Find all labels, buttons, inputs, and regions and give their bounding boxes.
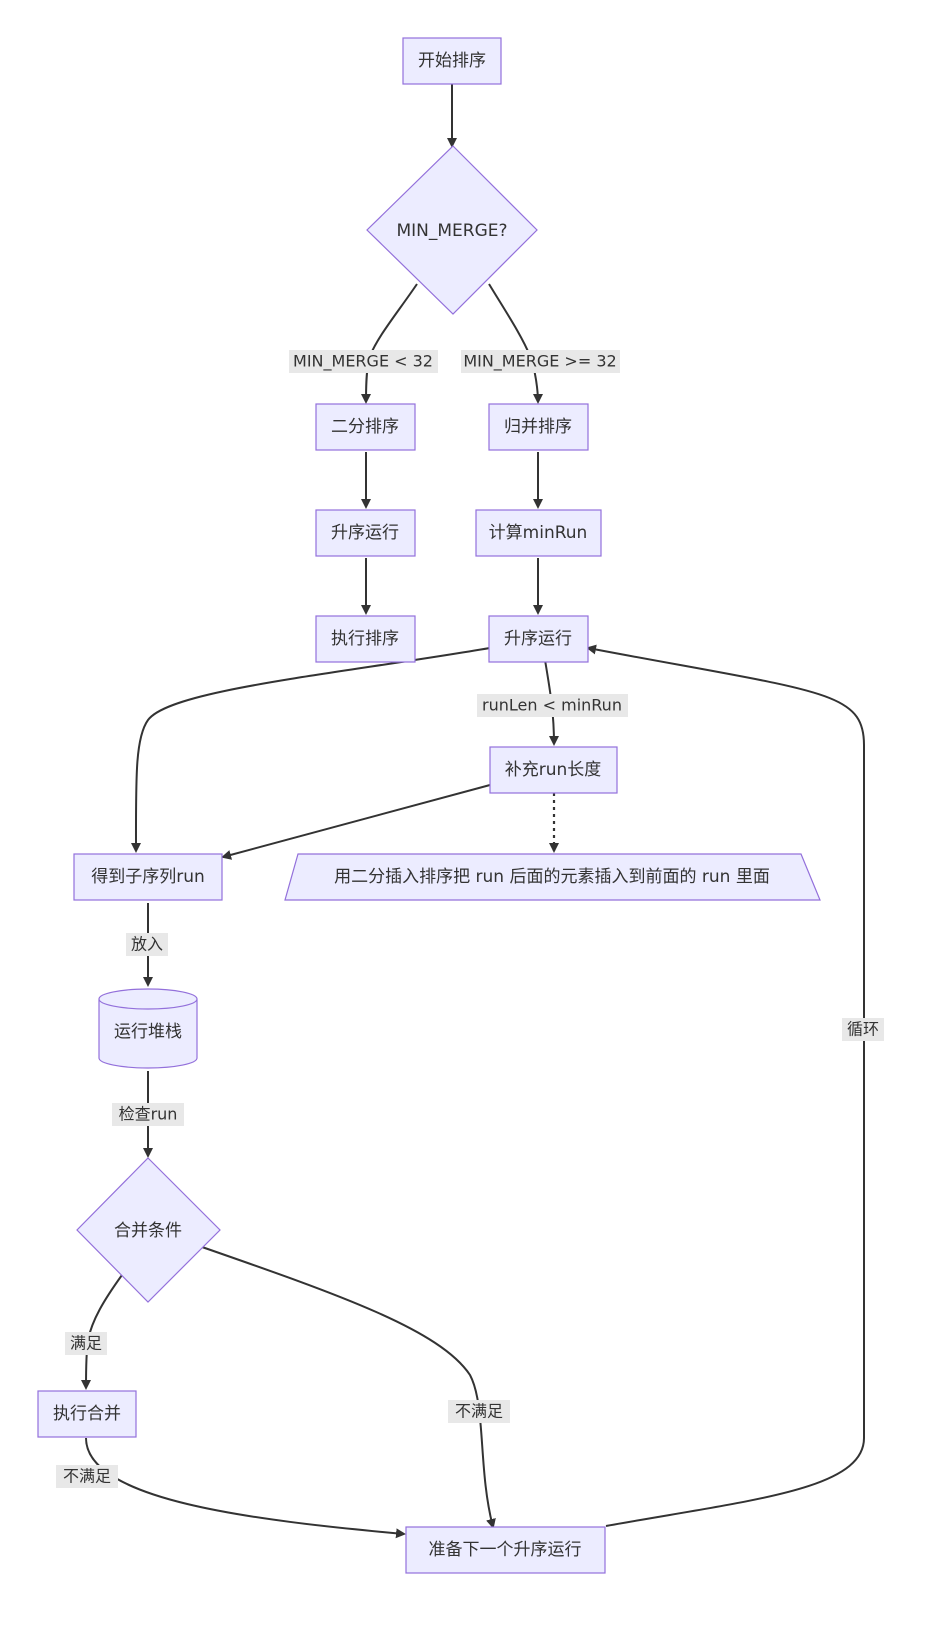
edge-do-merge-to-next-run <box>85 1437 406 1539</box>
node-compute-minrun-label: 计算minRun <box>489 523 588 543</box>
edge-decision-to-binary-sort <box>361 283 418 404</box>
edge-label-loop: 循环 <box>847 1020 879 1039</box>
edge-asc-right-to-get-run <box>130 647 491 853</box>
edge-decision-to-merge-sort <box>488 283 543 404</box>
node-asc-run-left-label: 升序运行 <box>331 523 399 543</box>
edges <box>81 84 865 1539</box>
node-do-merge-label: 执行合并 <box>53 1404 121 1424</box>
node-binary-sort: 二分排序 <box>315 403 416 451</box>
node-start: 开始排序 <box>402 37 502 85</box>
node-do-merge: 执行合并 <box>37 1390 137 1438</box>
node-extend-run-label: 补充run长度 <box>505 760 602 780</box>
edge-label-check: 检查run <box>119 1105 178 1124</box>
node-get-run-label: 得到子序列run <box>91 867 205 887</box>
edge-condition-to-do-merge <box>81 1274 123 1390</box>
node-decision-merge: MIN_MERGE? <box>366 145 538 315</box>
edge-label-satisfied: 满足 <box>70 1334 102 1353</box>
node-binary-sort-label: 二分排序 <box>331 417 399 437</box>
node-merge-sort-label: 归并排序 <box>504 417 572 437</box>
node-note-label: 用二分插入排序把 run 后面的元素插入到前面的 run 里面 <box>334 867 770 887</box>
edge-label-not-satisfied-right: 不满足 <box>455 1402 503 1421</box>
node-merge-condition: 合并条件 <box>76 1157 221 1303</box>
node-asc-run-right: 升序运行 <box>488 615 589 663</box>
node-merge-sort: 归并排序 <box>488 403 589 451</box>
node-get-run: 得到子序列run <box>73 853 223 901</box>
node-start-label: 开始排序 <box>418 51 486 71</box>
node-decision-merge-label: MIN_MERGE? <box>396 221 507 241</box>
node-note: 用二分插入排序把 run 后面的元素插入到前面的 run 里面 <box>284 853 821 901</box>
node-run-stack: 运行堆栈 <box>98 988 198 1069</box>
node-next-run-label: 准备下一个升序运行 <box>429 1540 582 1560</box>
edge-label-lt32: MIN_MERGE < 32 <box>293 352 433 372</box>
edge-extend-to-get-run <box>221 784 491 860</box>
node-exec-sort-label: 执行排序 <box>331 629 399 649</box>
node-exec-sort: 执行排序 <box>315 615 416 663</box>
node-asc-run-right-label: 升序运行 <box>504 629 572 649</box>
node-run-stack-label: 运行堆栈 <box>114 1022 182 1042</box>
edge-next-run-loop <box>586 644 865 1527</box>
node-compute-minrun: 计算minRun <box>475 509 602 557</box>
edge-condition-to-next-run <box>201 1246 496 1529</box>
node-asc-run-left: 升序运行 <box>315 509 416 557</box>
edge-label-push: 放入 <box>131 935 163 954</box>
node-next-run: 准备下一个升序运行 <box>405 1526 606 1574</box>
node-merge-condition-label: 合并条件 <box>114 1221 182 1241</box>
node-extend-run: 补充run长度 <box>489 746 618 794</box>
edge-label-not-satisfied-left: 不满足 <box>63 1467 111 1486</box>
edge-label-runlen: runLen < minRun <box>482 696 622 715</box>
edge-label-ge32: MIN_MERGE >= 32 <box>463 352 616 372</box>
nodes: 开始排序 MIN_MERGE? 二分排序 归并排序 升序运行 计算minRun … <box>37 37 821 1574</box>
edge-labels: MIN_MERGE < 32 MIN_MERGE >= 32 runLen < … <box>56 350 884 1488</box>
